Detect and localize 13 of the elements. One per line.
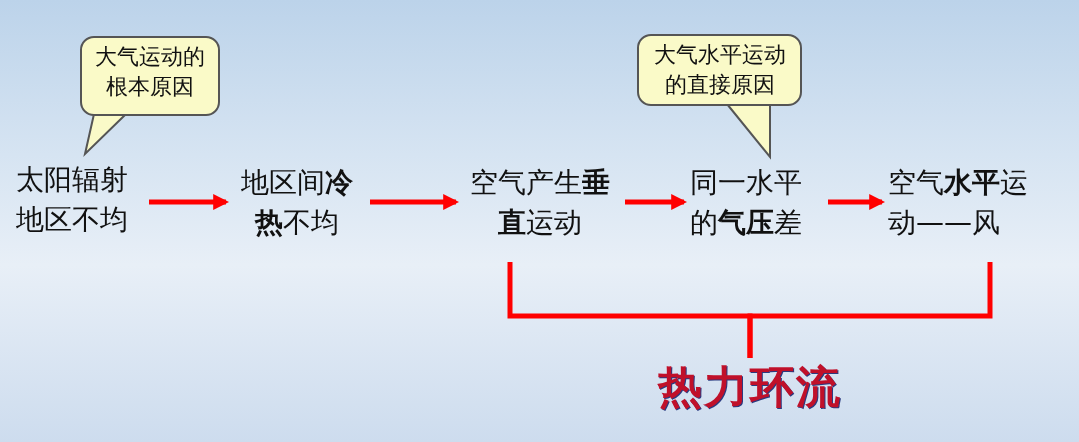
process-text: 空气水平运动——风 (888, 163, 1048, 247)
callout-pointer (83, 113, 127, 158)
arrow (370, 194, 460, 210)
arrow (828, 194, 886, 210)
process-text: 地区间冷热不均 (232, 163, 362, 247)
arrow (149, 194, 230, 210)
process-text: 同一水平的气压差 (690, 163, 820, 247)
arrow (625, 194, 688, 210)
callout-pointer (726, 103, 771, 160)
title-text: 热力环流 (650, 358, 850, 417)
process-text: 空气产生垂直运动 (462, 163, 617, 247)
process-text: 太阳辐射地区不均 (16, 160, 141, 244)
bracket-line (747, 262, 993, 358)
